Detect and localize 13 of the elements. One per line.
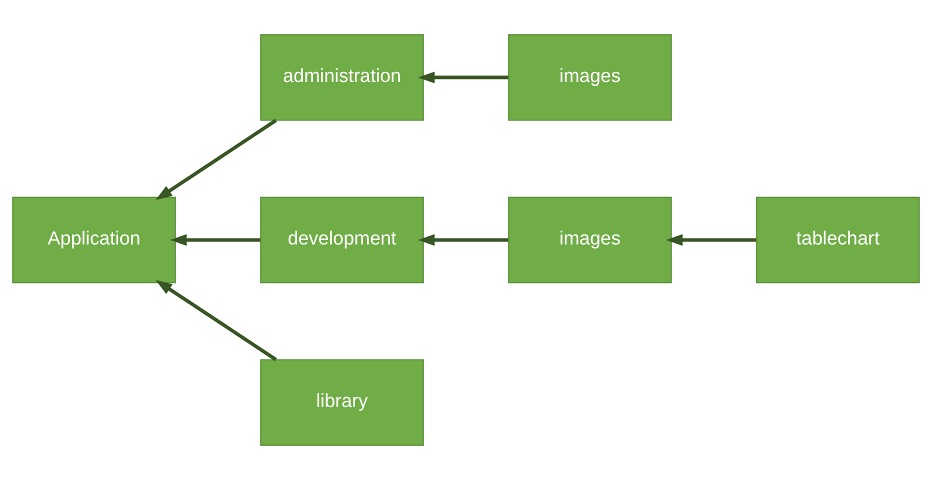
node-box: images [508, 196, 672, 283]
node-box: administration [260, 34, 424, 120]
node-box: tablechart [756, 196, 920, 283]
node-box: Application [12, 196, 176, 283]
node-box: images [508, 34, 672, 120]
arrow [418, 71, 508, 83]
arrow [170, 234, 260, 246]
arrow [156, 118, 277, 200]
arrow [666, 234, 756, 246]
arrow [418, 234, 508, 246]
node-box: library [260, 358, 424, 446]
arrow [156, 279, 277, 361]
node-box: development [260, 196, 424, 283]
